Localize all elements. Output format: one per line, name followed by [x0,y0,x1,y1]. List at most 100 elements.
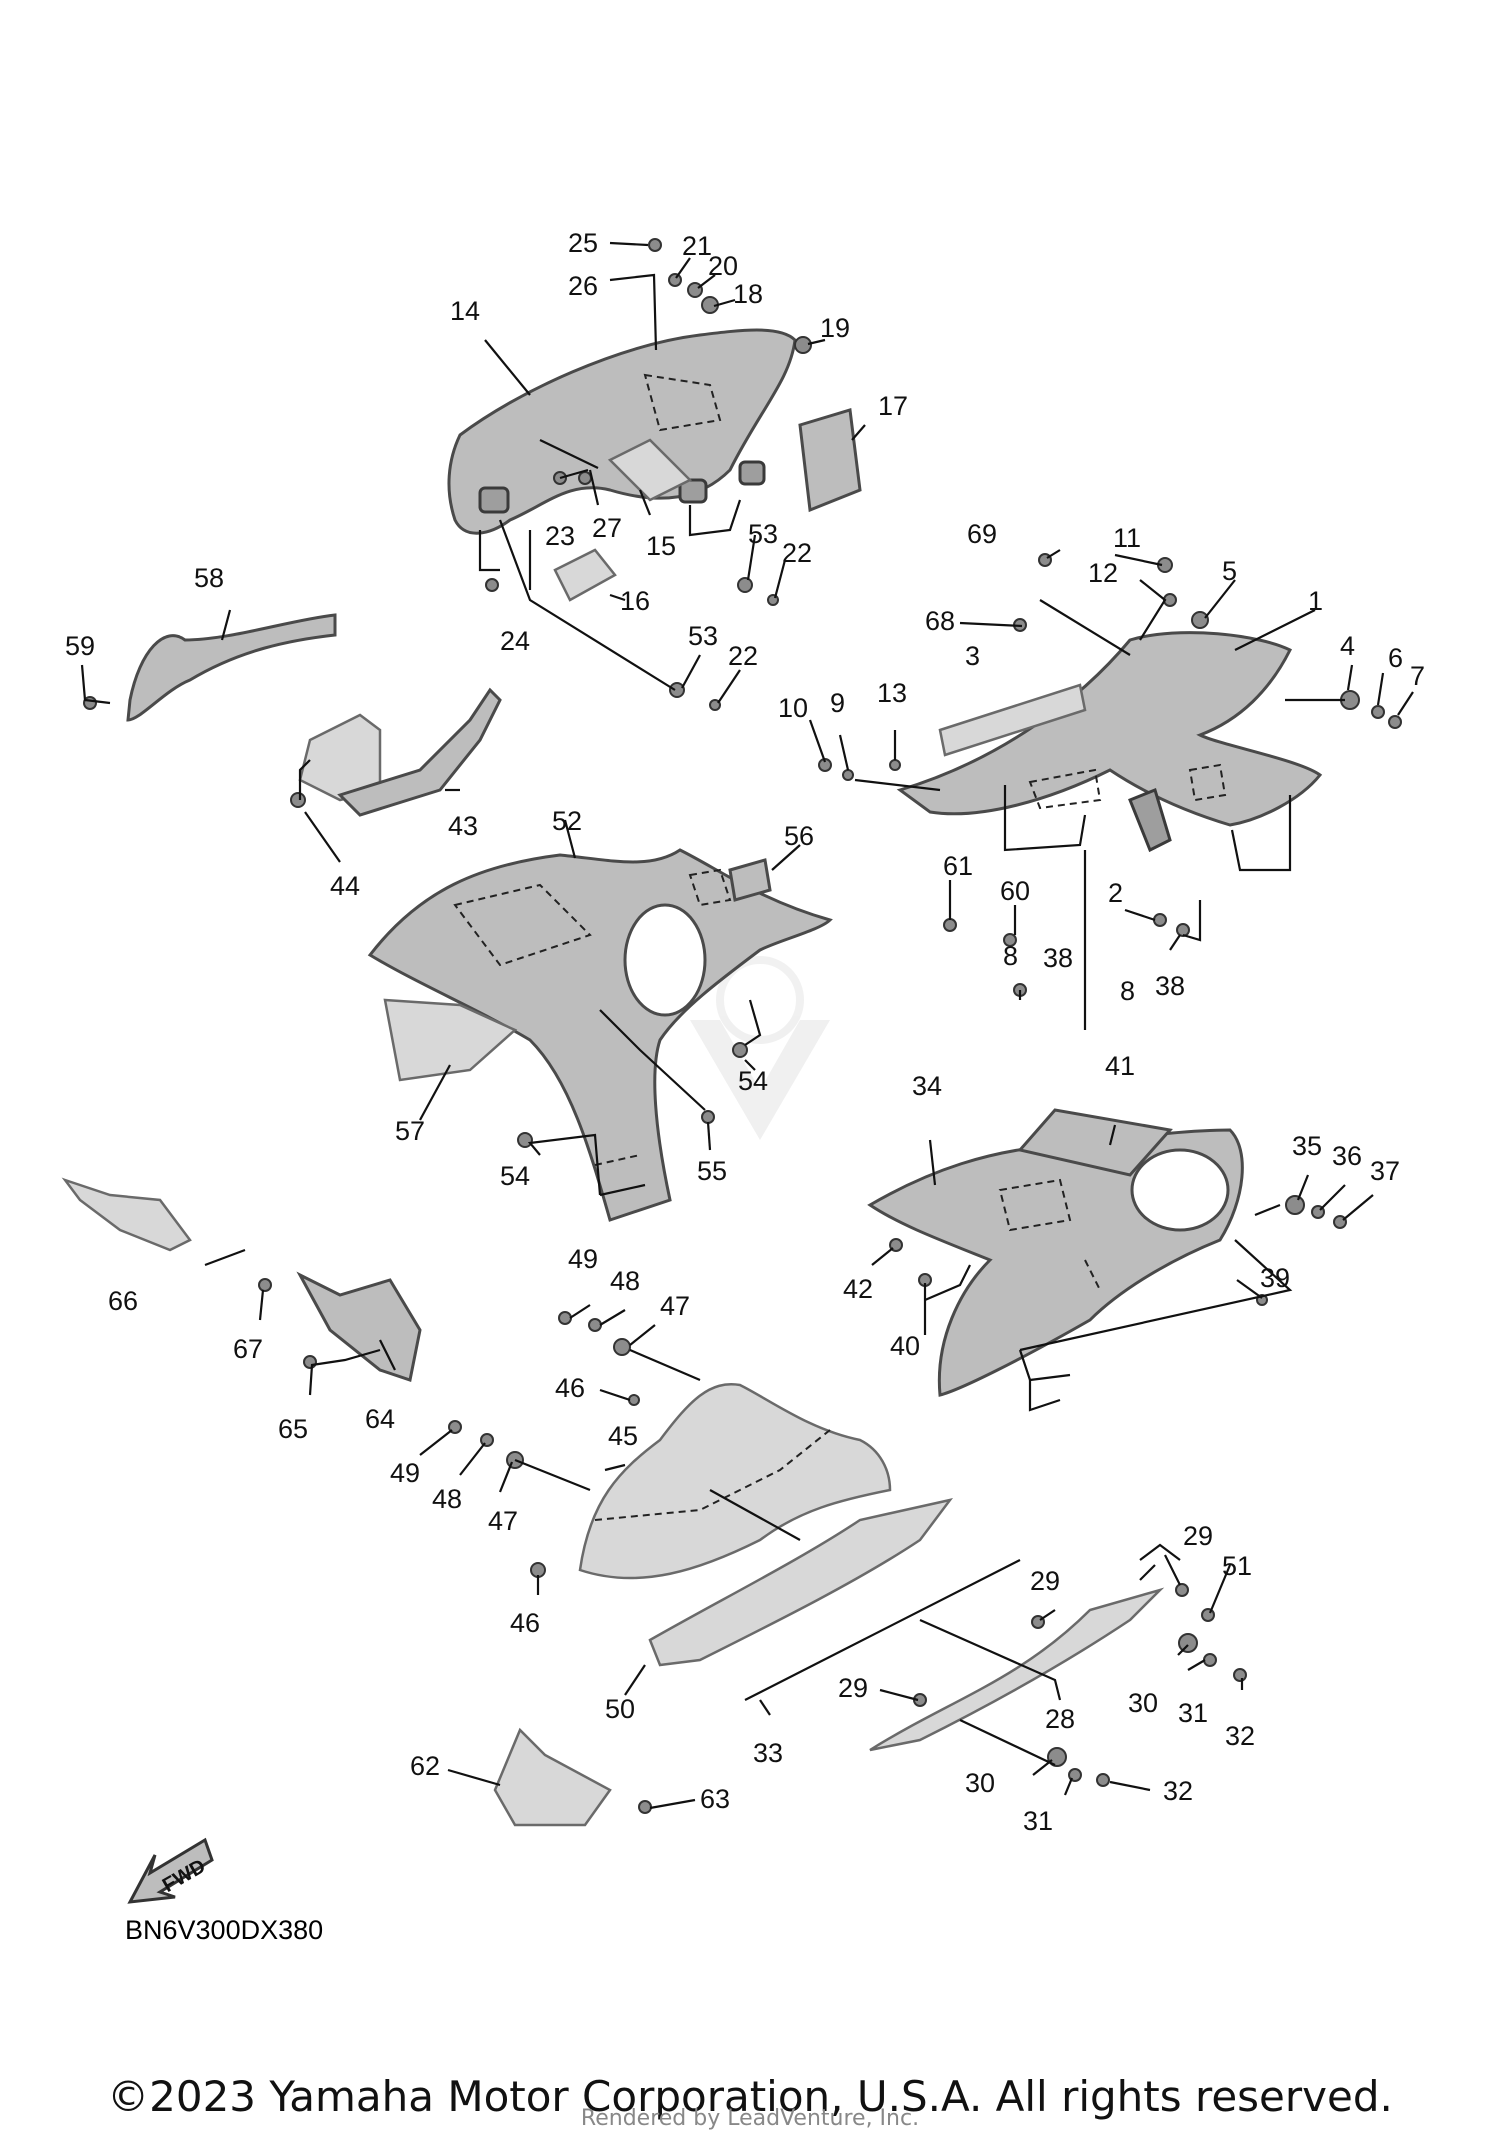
callout: 67 [233,1334,263,1364]
callout: 68 [925,606,955,636]
part-3 [938,683,1087,757]
callout: 38 [1043,943,1073,973]
diagram-code: BN6V300DX380 [125,1915,324,1945]
callout: 20 [708,251,738,281]
callout: 28 [1045,1704,1075,1734]
part-2 [1128,787,1172,853]
callout: 1 [1308,586,1323,616]
callout: 38 [1155,971,1185,1001]
callout: 65 [278,1414,308,1444]
callout-labels: 25 21 20 26 18 19 14 17 2 7 23 1 5 53 22 6… [65,228,1425,1836]
part-16 [553,548,617,602]
part-41 [1017,1108,1173,1177]
leader-lines [80,241,1414,1810]
part-14-upper-cowl [447,328,797,535]
callout: 36 [1332,1141,1362,1171]
part-58-bracket [126,613,337,722]
callout: 29 [838,1673,868,1703]
callout: 37 [1370,1156,1400,1186]
callout: 5 [1222,556,1237,586]
callout: 34 [912,1071,942,1101]
callout: 29 [1030,1566,1060,1596]
callout: 22 [782,538,812,568]
callout: 62 [410,1751,440,1781]
part-57 [383,998,518,1082]
callout: 11 [1113,523,1141,553]
callout: 4 [1340,631,1355,661]
callout: 17 [878,391,908,421]
callout: 55 [697,1156,727,1186]
callout: 3 [965,641,980,671]
part-28-under-panel [869,1587,1165,1752]
callout: 53 [748,519,778,549]
part-56 [728,858,772,902]
callout: 52 [552,806,582,836]
callout: 31 [1023,1806,1053,1836]
callout: 47 [488,1506,518,1536]
watermark-logo [690,956,830,1140]
callout: 12 [1088,558,1118,588]
callout: 35 [1292,1131,1322,1161]
callout: 13 [877,678,907,708]
callout: 23 [545,521,575,551]
callout: 25 [568,228,598,258]
part-1-side-cowl-right [896,631,1323,827]
callout: 19 [820,313,850,343]
callout: 7 [1410,661,1425,691]
callout: 54 [500,1161,530,1191]
callout: 14 [450,296,480,326]
part-66 [61,1177,192,1252]
callout: 26 [568,271,598,301]
callout: 24 [500,626,530,656]
part-45-lower-cover [578,1383,892,1580]
callout: 46 [555,1373,585,1403]
callout: 18 [733,279,763,309]
callout: 48 [432,1484,462,1514]
callout: 2 [1108,878,1123,908]
callout: 58 [194,563,224,593]
callout: 10 [778,693,808,723]
part-43-stay [298,687,502,817]
callout: 41 [1105,1051,1135,1081]
callout: 46 [510,1608,540,1638]
callout: 8 [1120,976,1135,1006]
part-15 [607,438,693,502]
callout: 9 [830,688,845,718]
callout: 63 [700,1784,730,1814]
callout: 47 [660,1291,690,1321]
callout: 16 [620,586,650,616]
callout: 39 [1260,1263,1290,1293]
callout: 54 [738,1066,768,1096]
callout: 6 [1388,643,1403,673]
callout: 31 [1178,1698,1208,1728]
callout: 21 [682,231,712,261]
callout: 33 [753,1738,783,1768]
callout: 60 [1000,876,1030,906]
callout: 57 [395,1116,425,1146]
callout: 64 [365,1404,395,1434]
callout: 32 [1225,1721,1255,1751]
callout: 69 [967,519,997,549]
callout: 8 [1003,941,1018,971]
part-33-strip [744,1559,1021,1701]
copyright-text: ©2023 Yamaha Motor Corporation, U.S.A. A… [107,2072,1393,2121]
part-64 [296,1271,422,1382]
part-17 [798,408,862,513]
callout: 30 [965,1768,995,1798]
callout: 43 [448,811,478,841]
rendered-by-text: Rendered by LeadVenture, Inc. [580,2106,920,2131]
callout: 45 [608,1421,638,1451]
callout: 49 [568,1244,598,1274]
callout: 61 [943,851,973,881]
callout: 51 [1222,1551,1252,1581]
callout: 49 [390,1458,420,1488]
callout: 42 [843,1274,873,1304]
callout: 66 [108,1286,138,1316]
callout: 44 [330,871,360,901]
callout: 40 [890,1331,920,1361]
callout: 48 [610,1266,640,1296]
part-62 [493,1727,612,1827]
callout: 56 [784,821,814,851]
callout: 22 [728,641,758,671]
